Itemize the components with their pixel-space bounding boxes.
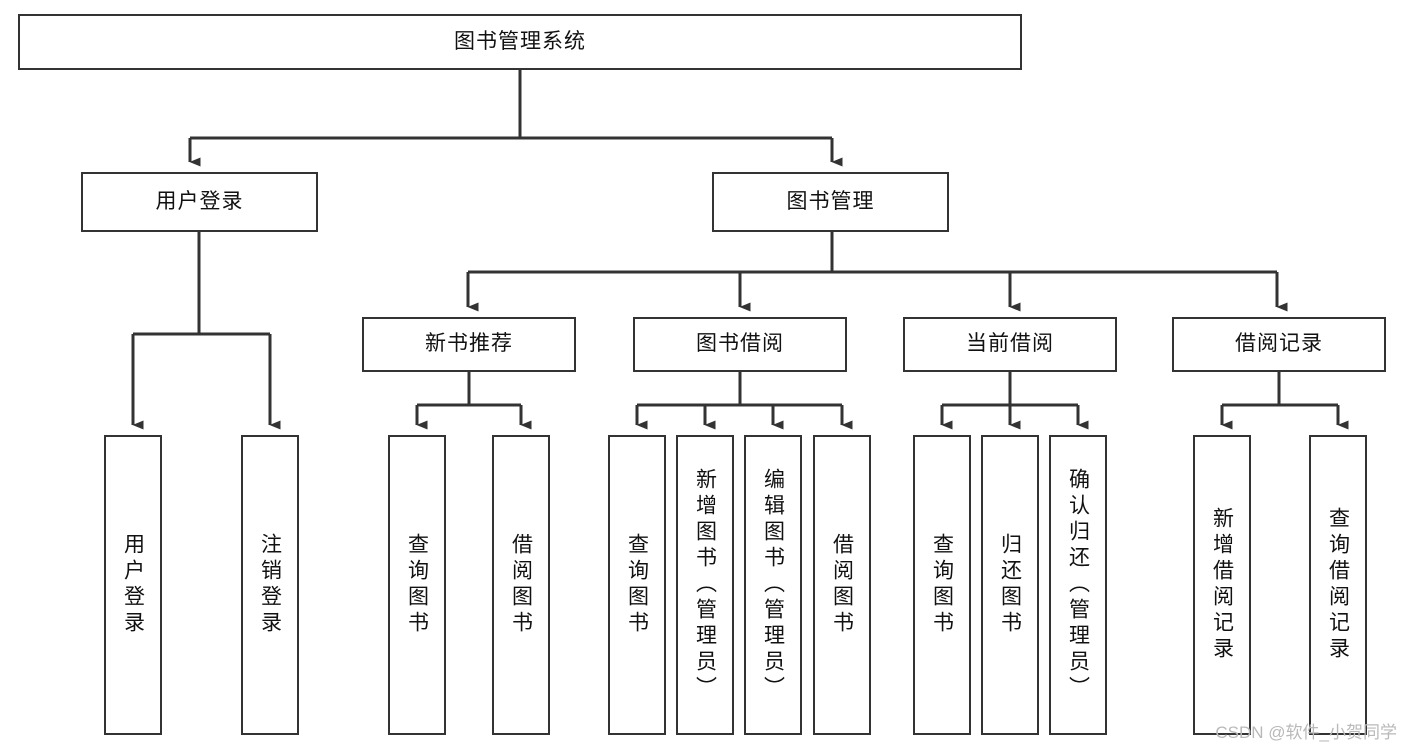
node-label: 图书管理系统 bbox=[454, 29, 586, 53]
node-label: 借阅图书 bbox=[830, 533, 854, 637]
node-label: 新增图书（管理员） bbox=[693, 468, 717, 702]
leaf-book-borrow-borrow-book[interactable]: 借阅图书 bbox=[813, 435, 871, 735]
node-label: 借阅图书 bbox=[509, 533, 533, 637]
node-label: 当前借阅 bbox=[966, 332, 1054, 356]
leaf-new-book-borrow-book[interactable]: 借阅图书 bbox=[492, 435, 550, 735]
node-label: 新增借阅记录 bbox=[1210, 507, 1234, 663]
node-new-book-recommend[interactable]: 新书推荐 bbox=[362, 317, 576, 372]
node-current-borrow[interactable]: 当前借阅 bbox=[903, 317, 1117, 372]
node-user-login[interactable]: 用户登录 bbox=[81, 172, 318, 232]
node-label: 查询图书 bbox=[405, 533, 429, 637]
node-label: 用户登录 bbox=[155, 189, 244, 213]
leaf-current-borrow-confirm-return-admin[interactable]: 确认归还（管理员） bbox=[1049, 435, 1107, 735]
node-label: 查询借阅记录 bbox=[1326, 507, 1350, 663]
leaf-borrow-record-query-record[interactable]: 查询借阅记录 bbox=[1309, 435, 1367, 735]
node-root-book-management-system[interactable]: 图书管理系统 bbox=[18, 14, 1022, 70]
leaf-current-borrow-query-book[interactable]: 查询图书 bbox=[913, 435, 971, 735]
node-label: 借阅记录 bbox=[1235, 332, 1323, 356]
watermark-text: CSDN @软件_小贺同学 bbox=[1215, 723, 1397, 742]
node-label: 查询图书 bbox=[930, 533, 954, 637]
node-borrow-record[interactable]: 借阅记录 bbox=[1172, 317, 1386, 372]
leaf-user-login-login[interactable]: 用户登录 bbox=[104, 435, 162, 735]
leaf-book-borrow-query-book[interactable]: 查询图书 bbox=[608, 435, 666, 735]
node-label: 注销登录 bbox=[258, 533, 282, 637]
node-label: 图书借阅 bbox=[696, 332, 784, 356]
node-book-borrow[interactable]: 图书借阅 bbox=[633, 317, 847, 372]
node-book-management[interactable]: 图书管理 bbox=[712, 172, 949, 232]
node-label: 编辑图书（管理员） bbox=[761, 468, 785, 702]
leaf-book-borrow-add-book-admin[interactable]: 新增图书（管理员） bbox=[676, 435, 734, 735]
leaf-book-borrow-edit-book-admin[interactable]: 编辑图书（管理员） bbox=[744, 435, 802, 735]
leaf-user-login-logout[interactable]: 注销登录 bbox=[241, 435, 299, 735]
node-label: 确认归还（管理员） bbox=[1066, 468, 1090, 702]
node-label: 查询图书 bbox=[625, 533, 649, 637]
node-label: 新书推荐 bbox=[425, 332, 513, 356]
node-label: 归还图书 bbox=[998, 533, 1022, 637]
leaf-new-book-query-book[interactable]: 查询图书 bbox=[388, 435, 446, 735]
node-label: 用户登录 bbox=[121, 533, 145, 637]
leaf-current-borrow-return-book[interactable]: 归还图书 bbox=[981, 435, 1039, 735]
node-label: 图书管理 bbox=[786, 189, 875, 213]
leaf-borrow-record-add-record[interactable]: 新增借阅记录 bbox=[1193, 435, 1251, 735]
